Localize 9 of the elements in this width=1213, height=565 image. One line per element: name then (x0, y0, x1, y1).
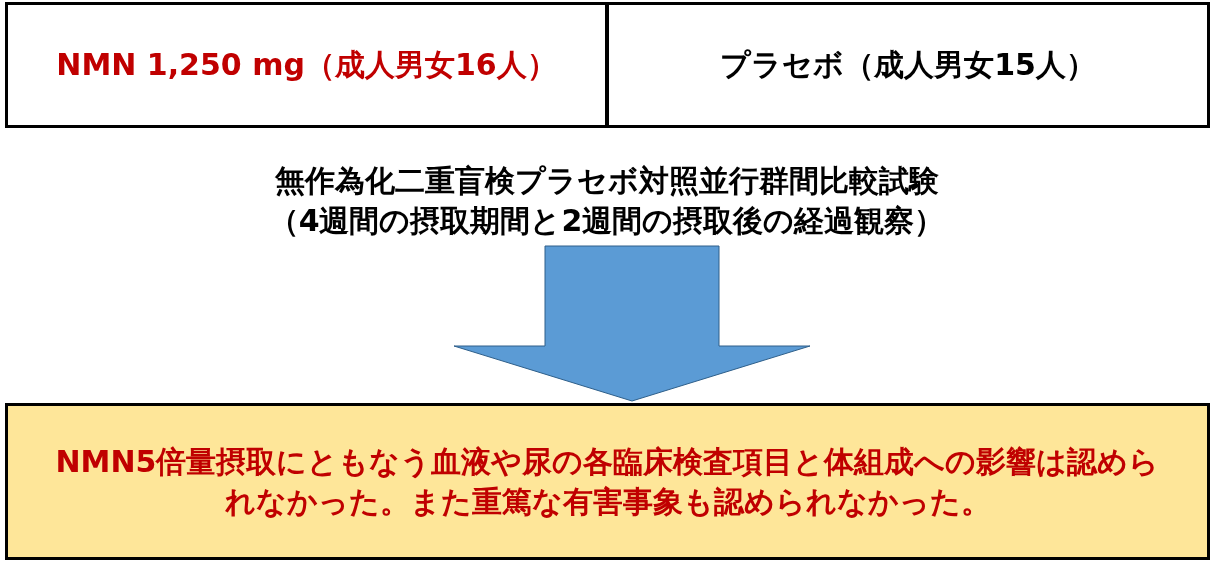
group-box (5, 2, 608, 128)
result-box (5, 403, 1210, 560)
result-text: NMN5倍量摂取にともなう血液や尿の各臨床検査項目と体組成への影響は認められなかった。また重篤な有害事象も認められなかった。 (54, 442, 1161, 521)
group-label: NMN 1,250 mg（成人男女16人） (56, 46, 557, 84)
group-label: プラセボ（成人男女15人） (720, 46, 1096, 84)
study-design-text: 無作為化二重盲検プラセボ対照並行群間比較試験 (274, 162, 939, 200)
block-arrow (453, 245, 811, 402)
study-period-text: （4週間の摂取期間と2週間の摂取後の経過観察） (268, 202, 945, 240)
group-box (606, 2, 1210, 128)
